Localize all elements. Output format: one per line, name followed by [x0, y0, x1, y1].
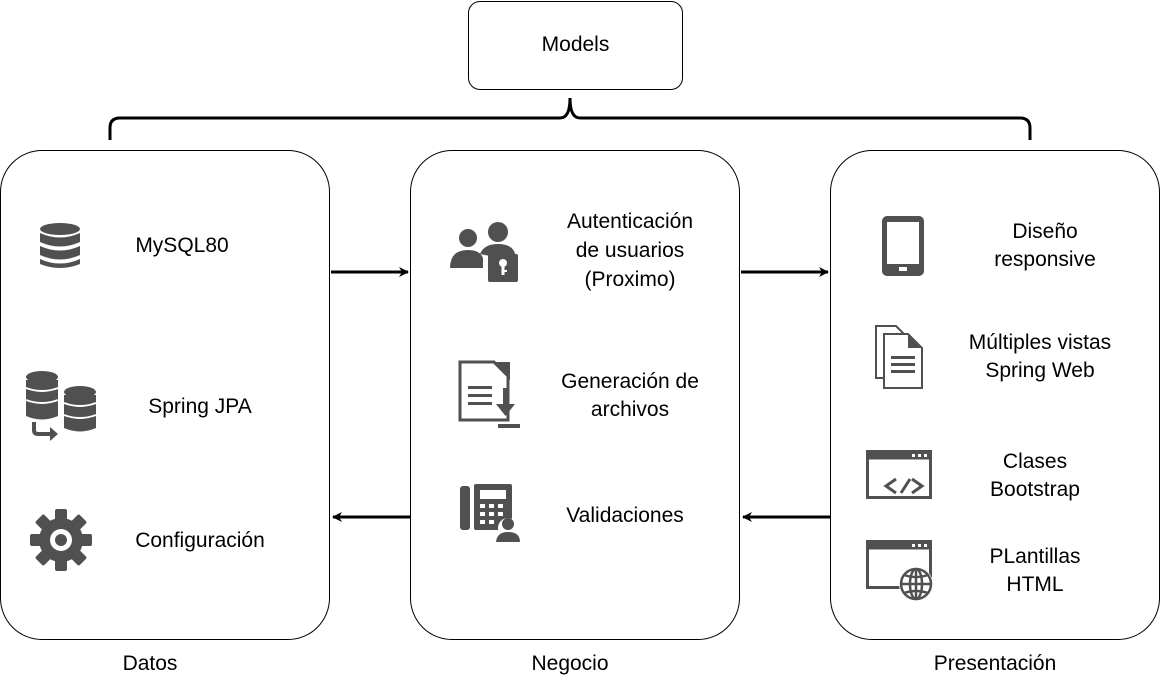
multiples-line-1: Múltiples vistas: [968, 331, 1112, 354]
mysql-label: MySQL80: [135, 234, 229, 257]
documents-icon: [875, 325, 923, 389]
diseno-line-2: responsive: [994, 248, 1096, 271]
presentacion-layer-label: Presentación: [933, 652, 1057, 675]
file-download-icon: [458, 360, 520, 428]
gear-icon: [30, 509, 92, 571]
negocio-layer-label: Negocio: [531, 652, 609, 675]
tablet-icon: [882, 216, 924, 276]
diseno-line-1: Diseño: [1012, 220, 1078, 243]
database-icon: [40, 223, 80, 268]
autenticacion-line-3: (Proximo): [584, 268, 676, 291]
database-migration-icon: [25, 371, 97, 441]
code-window-icon: [866, 450, 932, 499]
spring-jpa-label: Spring JPA: [148, 395, 252, 418]
models-box[interactable]: [468, 1, 683, 90]
clases-line-1: Clases: [1002, 450, 1068, 473]
autenticacion-line-1: Autenticación: [566, 210, 694, 233]
multiples-line-2: Spring Web: [985, 359, 1095, 382]
autenticacion-line-2: de usuarios: [575, 239, 685, 262]
models-label: Models: [541, 33, 610, 56]
plantillas-line-2: HTML: [1006, 573, 1064, 596]
users-lock-icon: [450, 222, 518, 282]
models-brace: [108, 97, 1032, 140]
configuracion-label: Configuración: [135, 529, 265, 552]
web-window-icon: [866, 540, 933, 601]
plantillas-line-1: PLantillas: [989, 545, 1081, 568]
phone-user-icon: [460, 484, 524, 544]
clases-line-2: Bootstrap: [990, 478, 1080, 501]
generacion-line-1: Generación de: [561, 370, 699, 393]
validaciones-label: Validaciones: [566, 504, 684, 527]
datos-layer-label: Datos: [122, 652, 178, 675]
generacion-line-2: archivos: [590, 398, 670, 421]
